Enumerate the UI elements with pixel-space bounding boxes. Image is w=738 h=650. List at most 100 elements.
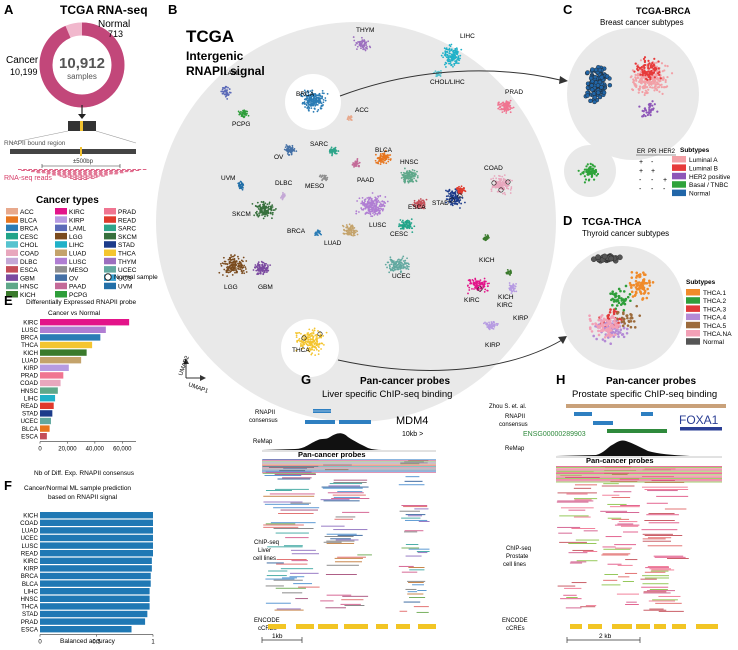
umap-cluster-cesc <box>398 218 416 234</box>
legend-swatch <box>55 257 67 265</box>
bar-f-hnsc <box>40 595 150 602</box>
panel-letter-c: C <box>563 2 573 17</box>
legend-label: THCA.NA <box>703 331 732 338</box>
tick-label-e: LUSC <box>21 327 38 334</box>
legend-label: THCA.2 <box>703 298 727 305</box>
thca-scatter <box>588 253 655 346</box>
umap-cluster-luad <box>341 223 359 237</box>
rna-seq-reads <box>18 169 147 180</box>
bar-e-esca <box>40 433 47 440</box>
legend-swatch <box>55 241 67 248</box>
legend-label: CHOL <box>20 242 38 249</box>
h-consensus-bar-1 <box>574 412 592 416</box>
umap-cluster-lusc <box>355 192 389 218</box>
donut-chart <box>39 22 125 108</box>
legend-label: ACC <box>20 209 34 216</box>
bar-e-kirc <box>40 319 130 326</box>
legend-swatch <box>6 291 18 298</box>
legend-item-hnsc: HNSC <box>6 282 39 291</box>
g-pancancer-label: Pan-cancer probes <box>298 450 366 459</box>
h-chipseq-tracks <box>556 466 722 612</box>
legend-label: KICH <box>20 292 36 299</box>
umap-cluster-lihc <box>440 43 463 68</box>
brca-scatter <box>577 56 674 184</box>
legend-swatch <box>55 208 67 215</box>
tick-label-e: THCA <box>21 342 39 349</box>
umap-cluster-laml <box>220 85 232 100</box>
legend-item-chol: CHOL <box>6 241 38 249</box>
bar-e-lihc <box>40 395 56 402</box>
bar-f-lihc <box>40 588 150 595</box>
g-encode-label-1: ENCODE <box>254 618 280 624</box>
bar-f-coad <box>40 519 153 526</box>
tick-label-e: LIHC <box>24 395 39 402</box>
legend-label: Basal / TNBC <box>689 182 729 189</box>
tick-label-f: BRCA <box>21 573 39 580</box>
tick-label-f: COAD <box>20 520 38 527</box>
h-gene-label: FOXA1 <box>679 413 719 427</box>
umap-label-sarc: SARC <box>310 141 328 148</box>
h-zhou-label: Zhou S. et. al. <box>489 404 527 410</box>
umap-cluster-read <box>455 185 467 195</box>
legend-swatch <box>686 289 700 296</box>
legend-label: LUSC <box>69 259 87 266</box>
umap-label-prad: PRAD <box>505 89 523 96</box>
g-remap-signal <box>262 433 436 450</box>
umap-label-thca: THCA <box>292 347 310 354</box>
thca-legend-item: Normal <box>686 338 725 346</box>
legend-label: SKCM <box>118 234 137 241</box>
umap2-label: UMAP2 <box>178 355 191 377</box>
legend-item-skcm: SKCM <box>104 232 137 241</box>
umap-label-thym: THYM <box>356 27 374 34</box>
umap-cluster-gbm <box>252 260 272 276</box>
legend-item-coad: COAD <box>6 249 39 258</box>
legend-item-kich: KICH <box>6 291 36 299</box>
legend-item-ucec: UCEC <box>104 266 137 274</box>
panel-letter-g: G <box>301 372 311 387</box>
panel-h-subtitle: Prostate specific ChIP-seq binding <box>572 389 717 400</box>
legend-label: KIRP <box>69 217 84 224</box>
panel-g-subtitle: Liver specific ChIP-seq binding <box>322 389 452 400</box>
panel-letter-f: F <box>4 478 12 493</box>
legend-swatch <box>6 274 18 281</box>
panel-letter-a: A <box>4 2 14 17</box>
bar-e-kirp <box>40 364 69 371</box>
brca-legend-item: Basal / TNBC <box>672 181 729 189</box>
umap-cluster-kirc <box>466 277 490 295</box>
legend-label: MESO <box>69 267 88 274</box>
legend-label: Luminal B <box>689 165 718 172</box>
legend-item-kirc: KIRC <box>55 208 85 216</box>
svg-text:+: + <box>639 159 643 166</box>
legend-swatch <box>104 282 116 290</box>
umap-label-esca: ESCA <box>408 204 426 211</box>
bar-f-kich <box>40 512 153 519</box>
brca-circle-bg <box>567 28 699 160</box>
h-consensus-label: consensus <box>499 422 528 428</box>
rnaseq-reads-label: RNA-seq reads <box>4 175 52 182</box>
h-chip-label-3: cell lines <box>503 562 526 568</box>
tick-label-e: HNSC <box>20 388 38 395</box>
legend-label: THYM <box>118 259 136 266</box>
legend-swatch <box>104 241 116 248</box>
legend-swatch <box>686 330 700 337</box>
bar-e-brca <box>40 334 101 341</box>
legend-label: OV <box>69 275 79 282</box>
legend-label: COAD <box>20 251 39 258</box>
bar-e-lusc <box>40 326 106 333</box>
tick-f: 0 <box>38 640 42 645</box>
legend-item-stad: STAD <box>104 241 135 249</box>
umap-label-brca2: BRCA <box>287 228 306 235</box>
umap-cluster-pcpg <box>237 109 250 119</box>
svg-text:+: + <box>639 168 643 175</box>
svg-text:-: - <box>639 177 642 184</box>
bar-f-stad <box>40 610 148 618</box>
umap-cluster-dlbc <box>280 191 286 201</box>
tick-label-e: COAD <box>20 380 38 387</box>
legend-swatch <box>55 291 67 298</box>
normal-sample-marker <box>104 273 112 281</box>
legend-swatch <box>104 224 116 232</box>
legend-swatch <box>686 338 700 345</box>
cancer-types-legend: ACCBLCABRCACESCCHOLCOADDLBCESCAGBMHNSCKI… <box>6 208 137 299</box>
total-samples-number: 10,912 <box>59 55 105 72</box>
legend-swatch <box>686 321 700 329</box>
